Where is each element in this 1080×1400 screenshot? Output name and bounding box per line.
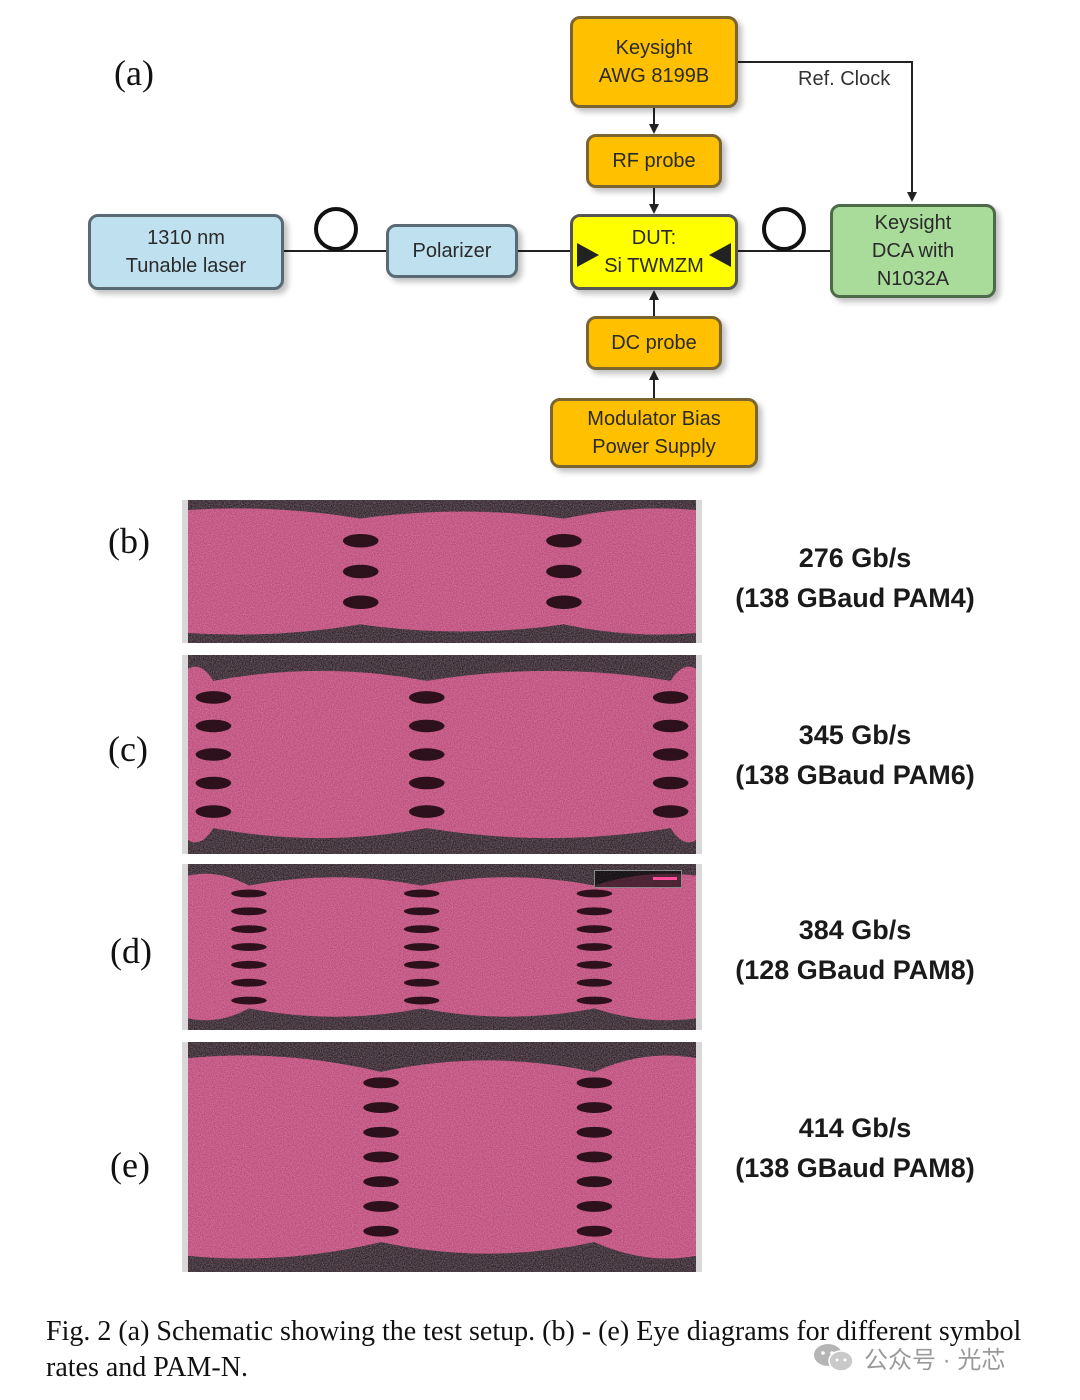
eye-pattern [188,1042,696,1272]
panel-label-c: (c) [108,729,148,769]
figure-caption: Fig. 2 (a) Schematic showing the test se… [46,1316,1022,1383]
output-arrow-icon [709,243,731,267]
eye-opening [652,748,689,761]
eye-opening [363,1077,399,1089]
eye-diagram-e [182,1042,702,1272]
eye-opening [231,943,267,951]
eye-opening [403,925,440,934]
eye-opening [403,978,440,987]
eye-opening [363,1225,399,1237]
eye-opening [342,564,379,579]
panel-label-d: (d) [110,931,152,971]
eye-opening [403,907,440,916]
eye-pattern [188,864,696,1030]
laser-box: 1310 nm Tunable laser [88,214,284,290]
eye-diagram-b [182,500,702,643]
eye-opening [546,564,582,579]
eye-opening [408,691,445,704]
rf-probe-box: RF probe [586,134,722,188]
eye-opening [576,978,613,987]
eye-opening [363,1201,399,1212]
eye-opening [231,978,267,987]
eye-opening [652,776,689,790]
eye-opening [231,960,267,969]
watermark-text: 公众号 · 光芯 [864,1347,1006,1374]
dut-box: DUT: Si TWMZM [570,214,738,290]
panel-label-a: (a) [114,53,154,93]
eye-opening [195,719,232,733]
eye-opening [546,533,582,548]
eye-diagram-d [182,864,702,1030]
eye-opening [403,960,440,969]
ref-clock-line [738,61,917,202]
dca-box: Keysight DCA with N1032A [830,204,996,298]
eye-opening [546,595,582,610]
eye-noise [188,500,696,643]
eye-opening [231,996,267,1005]
eye-opening [363,1102,399,1113]
eye-opening [576,1151,613,1163]
eye-opening [576,925,613,934]
rate-label-e: 414 Gb/s (138 GBaud PAM8) [735,1113,975,1183]
eye-opening [231,925,267,934]
eye-opening [576,1225,613,1237]
dc-probe-box: DC probe [586,316,722,370]
eye-opening [408,805,445,818]
eye-opening [231,907,267,916]
eye-opening [195,805,232,818]
watermark: 公众号 · 光芯 [812,1340,1005,1375]
eye-opening [403,889,440,898]
fiber-loop-icon [314,207,358,251]
fiber-loop-icon [762,207,806,251]
rate-label-b: 276 Gb/s (138 GBaud PAM4) [735,543,975,613]
eye-opening [652,805,689,818]
rate-label-d: 384 Gb/s (128 GBaud PAM8) [735,915,975,985]
eye-opening [195,691,232,704]
eye-opening [576,1077,613,1089]
ref-clock-label: Ref. Clock [798,68,891,90]
polarizer-box: Polarizer [386,224,518,278]
eye-opening [195,748,232,761]
eye-opening [231,889,267,898]
eye-opening [408,776,445,790]
eye-opening [576,1126,613,1138]
eye-opening [576,889,613,898]
panel-label-e: (e) [110,1145,150,1185]
eye-opening [363,1126,399,1138]
bias-supply-box: Modulator Bias Power Supply [550,398,758,468]
eye-opening [576,1102,613,1113]
eye-opening [363,1151,399,1163]
rate-label-c: 345 Gb/s (138 GBaud PAM6) [735,720,975,790]
eye-pattern [188,655,696,854]
panel-label-b: (b) [108,521,150,561]
eye-opening [576,907,613,916]
awg-box: Keysight AWG 8199B [570,16,738,108]
eye-opening [576,1176,613,1188]
eye-opening [576,960,613,969]
eye-opening [652,719,689,733]
wechat-icon [814,1343,854,1372]
eye-opening [403,996,440,1005]
eye-opening [403,943,440,951]
eye-opening [576,996,613,1005]
eye-noise [188,1042,696,1272]
eye-opening [363,1176,399,1188]
input-arrow-icon [577,243,599,267]
eye-pattern [188,500,696,643]
eye-opening [576,943,613,951]
eye-opening [342,533,379,548]
eye-opening [408,748,445,761]
eye-opening [408,719,445,733]
eye-diagram-c [182,655,702,854]
eye-opening [576,1201,613,1212]
connection-lines [284,61,917,398]
eye-opening [652,691,689,704]
scope-legend [594,870,682,888]
eye-opening [195,776,232,790]
eye-opening [342,595,379,610]
